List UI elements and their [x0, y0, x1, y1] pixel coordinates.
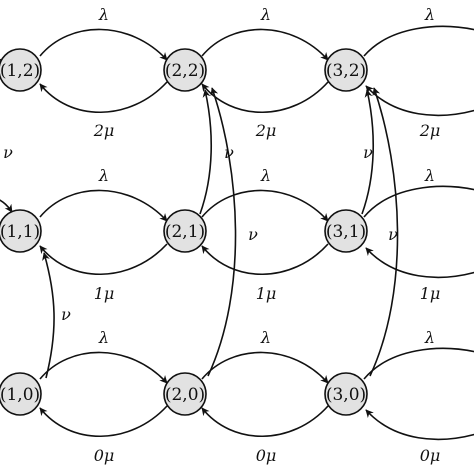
edge-1-0-to-2-0 [39, 351, 168, 384]
edge-3-0-to-2-0 [201, 405, 329, 437]
state-node-1-2: (1,2) [0, 48, 42, 92]
state-label-3-1: (3,1) [326, 222, 366, 242]
label-lambda-3-2-right: λ [424, 5, 435, 24]
label-1mu-2-1: 1μ [256, 284, 277, 303]
edge-right-to-3-1 [365, 247, 474, 279]
edge-3-0-to-3-2-nu [369, 87, 399, 377]
label-lambda-1-2-2-2: λ [98, 5, 109, 24]
edge-3-2-to-2-2 [201, 81, 329, 113]
state-node-1-0: (1,0) [0, 372, 42, 416]
edge-2-0-to-3-0 [201, 351, 329, 384]
label-nu-2-1-2-2: ν [224, 143, 234, 162]
label-0mu-1-0: 0μ [94, 446, 115, 465]
label-nu-1-0-1-1: ν [61, 305, 71, 324]
edge-offscreen-into-1-1 [0, 199, 13, 213]
state-node-2-2: (2,2) [163, 48, 207, 92]
label-nu-3-0-3-2: ν [388, 225, 398, 244]
state-node-1-1: (1,1) [0, 209, 42, 253]
label-lambda-2-0-3-0: λ [260, 328, 271, 347]
edge-3-1-to-3-2-nu [361, 89, 375, 215]
edge-2-1-to-2-2-nu [199, 89, 213, 215]
edge-right-to-3-2 [365, 85, 474, 117]
edge-right-to-3-0 [365, 409, 474, 441]
edge-1-0-to-1-1-nu [42, 252, 55, 379]
label-2mu-2-2: 2μ [255, 121, 277, 140]
label-0mu-3-0: 0μ [420, 446, 441, 465]
state-label-1-2: (1,2) [0, 61, 40, 81]
label-lambda-1-0-2-0: λ [98, 328, 109, 347]
label-0mu-2-0: 0μ [256, 446, 277, 465]
label-1mu-1-1: 1μ [94, 284, 115, 303]
edge-3-1-to-2-1 [201, 243, 329, 275]
label-lambda-2-2-3-2: λ [260, 5, 271, 24]
state-label-3-0: (3,0) [326, 385, 366, 405]
label-lambda-1-1-2-1: λ [98, 166, 109, 185]
state-node-2-1: (2,1) [163, 209, 207, 253]
state-node-3-0: (3,0) [324, 372, 368, 416]
state-label-2-1: (2,1) [165, 222, 205, 242]
state-node-3-2: (3,2) [324, 48, 368, 92]
edge-3-0-to-right [363, 347, 474, 380]
edge-3-2-to-right [363, 25, 474, 57]
edge-2-1-to-1-1 [39, 243, 168, 275]
state-node-3-1: (3,1) [324, 209, 368, 253]
label-lambda-2-1-3-1: λ [260, 166, 271, 185]
label-lambda-3-1-right: λ [424, 166, 435, 185]
edge-1-1-to-2-1 [39, 189, 168, 222]
label-1mu-3-1: 1μ [420, 284, 441, 303]
edge-2-1-to-3-1 [201, 189, 329, 222]
label-nu-2-0-2-2: ν [248, 225, 258, 244]
label-2mu-1-2: 2μ [93, 121, 115, 140]
state-label-2-2: (2,2) [165, 61, 205, 81]
label-2mu-3-2: 2μ [419, 121, 441, 140]
state-label-3-2: (3,2) [326, 61, 366, 81]
edge-2-0-to-2-2-nu [207, 87, 237, 377]
state-label-1-0: (1,0) [0, 385, 40, 405]
state-node-2-0: (2,0) [163, 372, 207, 416]
label-nu-left-offscreen: ν [3, 143, 13, 162]
label-lambda-3-0-right: λ [424, 328, 435, 347]
edge-1-2-to-2-2 [39, 28, 168, 61]
edge-3-1-to-right [363, 185, 474, 218]
edge-2-2-to-1-2 [39, 81, 168, 113]
state-label-2-0: (2,0) [165, 385, 205, 405]
state-label-1-1: (1,1) [0, 222, 40, 242]
edge-2-2-to-3-2 [201, 28, 329, 61]
label-nu-3-1-3-2: ν [363, 143, 373, 162]
edge-2-0-to-1-0 [39, 405, 168, 437]
